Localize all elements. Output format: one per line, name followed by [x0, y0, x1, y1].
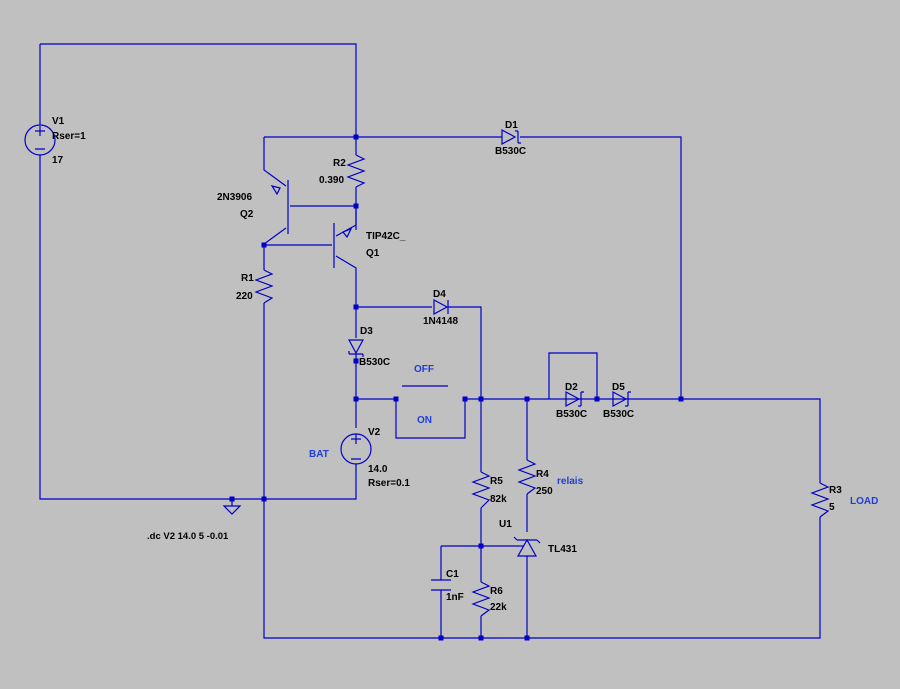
r1-value: 220 — [236, 291, 253, 302]
switch-label-off: OFF — [414, 364, 434, 375]
q2-name: Q2 — [240, 209, 254, 220]
d5-name: D5 — [612, 382, 625, 393]
q1-model: TIP42C_ — [366, 231, 406, 242]
capacitor-c1[interactable] — [431, 579, 451, 591]
component-labels: V1 Rser=1 17 V2 14.0 Rser=0.1 R2 0.390 R… — [52, 116, 842, 613]
c1-name: C1 — [446, 569, 459, 580]
q2-model: 2N3906 — [217, 192, 252, 203]
net-label-load: LOAD — [850, 496, 878, 507]
v1-name: V1 — [52, 116, 65, 127]
switch[interactable] — [395, 385, 466, 439]
r2-name: R2 — [333, 158, 346, 169]
transistor-q1[interactable] — [333, 223, 353, 268]
r4-value: 250 — [536, 486, 553, 497]
voltage-source-v2[interactable] — [340, 433, 372, 478]
d2-model: B530C — [556, 409, 587, 420]
wires — [39, 43, 821, 639]
r5-value: 82k — [490, 494, 507, 505]
resistor-r3[interactable] — [810, 482, 830, 518]
r3-name: R3 — [829, 485, 842, 496]
resistor-r2[interactable] — [346, 154, 366, 188]
c1-value: 1nF — [446, 592, 464, 603]
r4-name: R4 — [536, 469, 549, 480]
u1-name: U1 — [499, 519, 512, 530]
v2-name: V2 — [368, 427, 381, 438]
resistor-r4[interactable] — [517, 459, 537, 495]
d3-model: B530C — [359, 357, 390, 368]
d4-model: 1N4148 — [423, 316, 458, 327]
diode-d1[interactable] — [501, 128, 521, 146]
ground-icon — [222, 499, 242, 515]
v2-value: 14.0 — [368, 464, 388, 475]
d2-name: D2 — [565, 382, 578, 393]
resistor-r6[interactable] — [471, 581, 491, 617]
u1-model: TL431 — [548, 544, 577, 555]
switch-label-on: ON — [417, 415, 432, 426]
v2-param: Rser=0.1 — [368, 478, 410, 489]
r6-value: 22k — [490, 602, 507, 613]
q1-name: Q1 — [366, 248, 380, 259]
d5-model: B530C — [603, 409, 634, 420]
r5-name: R5 — [490, 476, 503, 487]
diode-d4[interactable] — [433, 298, 449, 316]
resistor-r1[interactable] — [254, 269, 274, 304]
v1-param: Rser=1 — [52, 131, 86, 142]
d1-name: D1 — [505, 120, 518, 131]
d3-name: D3 — [360, 326, 373, 337]
net-label-bat: BAT — [309, 449, 329, 460]
r1-name: R1 — [241, 273, 254, 284]
voltage-source-v1[interactable] — [24, 124, 56, 156]
d1-model: B530C — [495, 146, 526, 157]
diode-d3[interactable] — [347, 339, 365, 357]
transistor-q2[interactable] — [270, 180, 290, 234]
spice-directive: .dc V2 14.0 5 -0.01 — [147, 531, 229, 542]
r2-value: 0.390 — [319, 175, 344, 186]
net-label-relais: relais — [557, 476, 584, 487]
r3-value: 5 — [829, 502, 835, 513]
v1-value: 17 — [52, 155, 64, 166]
net-labels: BAT OFF ON relais LOAD — [309, 364, 878, 507]
resistor-r5[interactable] — [471, 471, 491, 509]
diode-d5[interactable] — [612, 390, 631, 408]
diode-d2[interactable] — [565, 390, 584, 408]
d4-name: D4 — [433, 289, 446, 300]
r6-name: R6 — [490, 586, 503, 597]
shunt-regulator-u1[interactable] — [513, 536, 541, 557]
